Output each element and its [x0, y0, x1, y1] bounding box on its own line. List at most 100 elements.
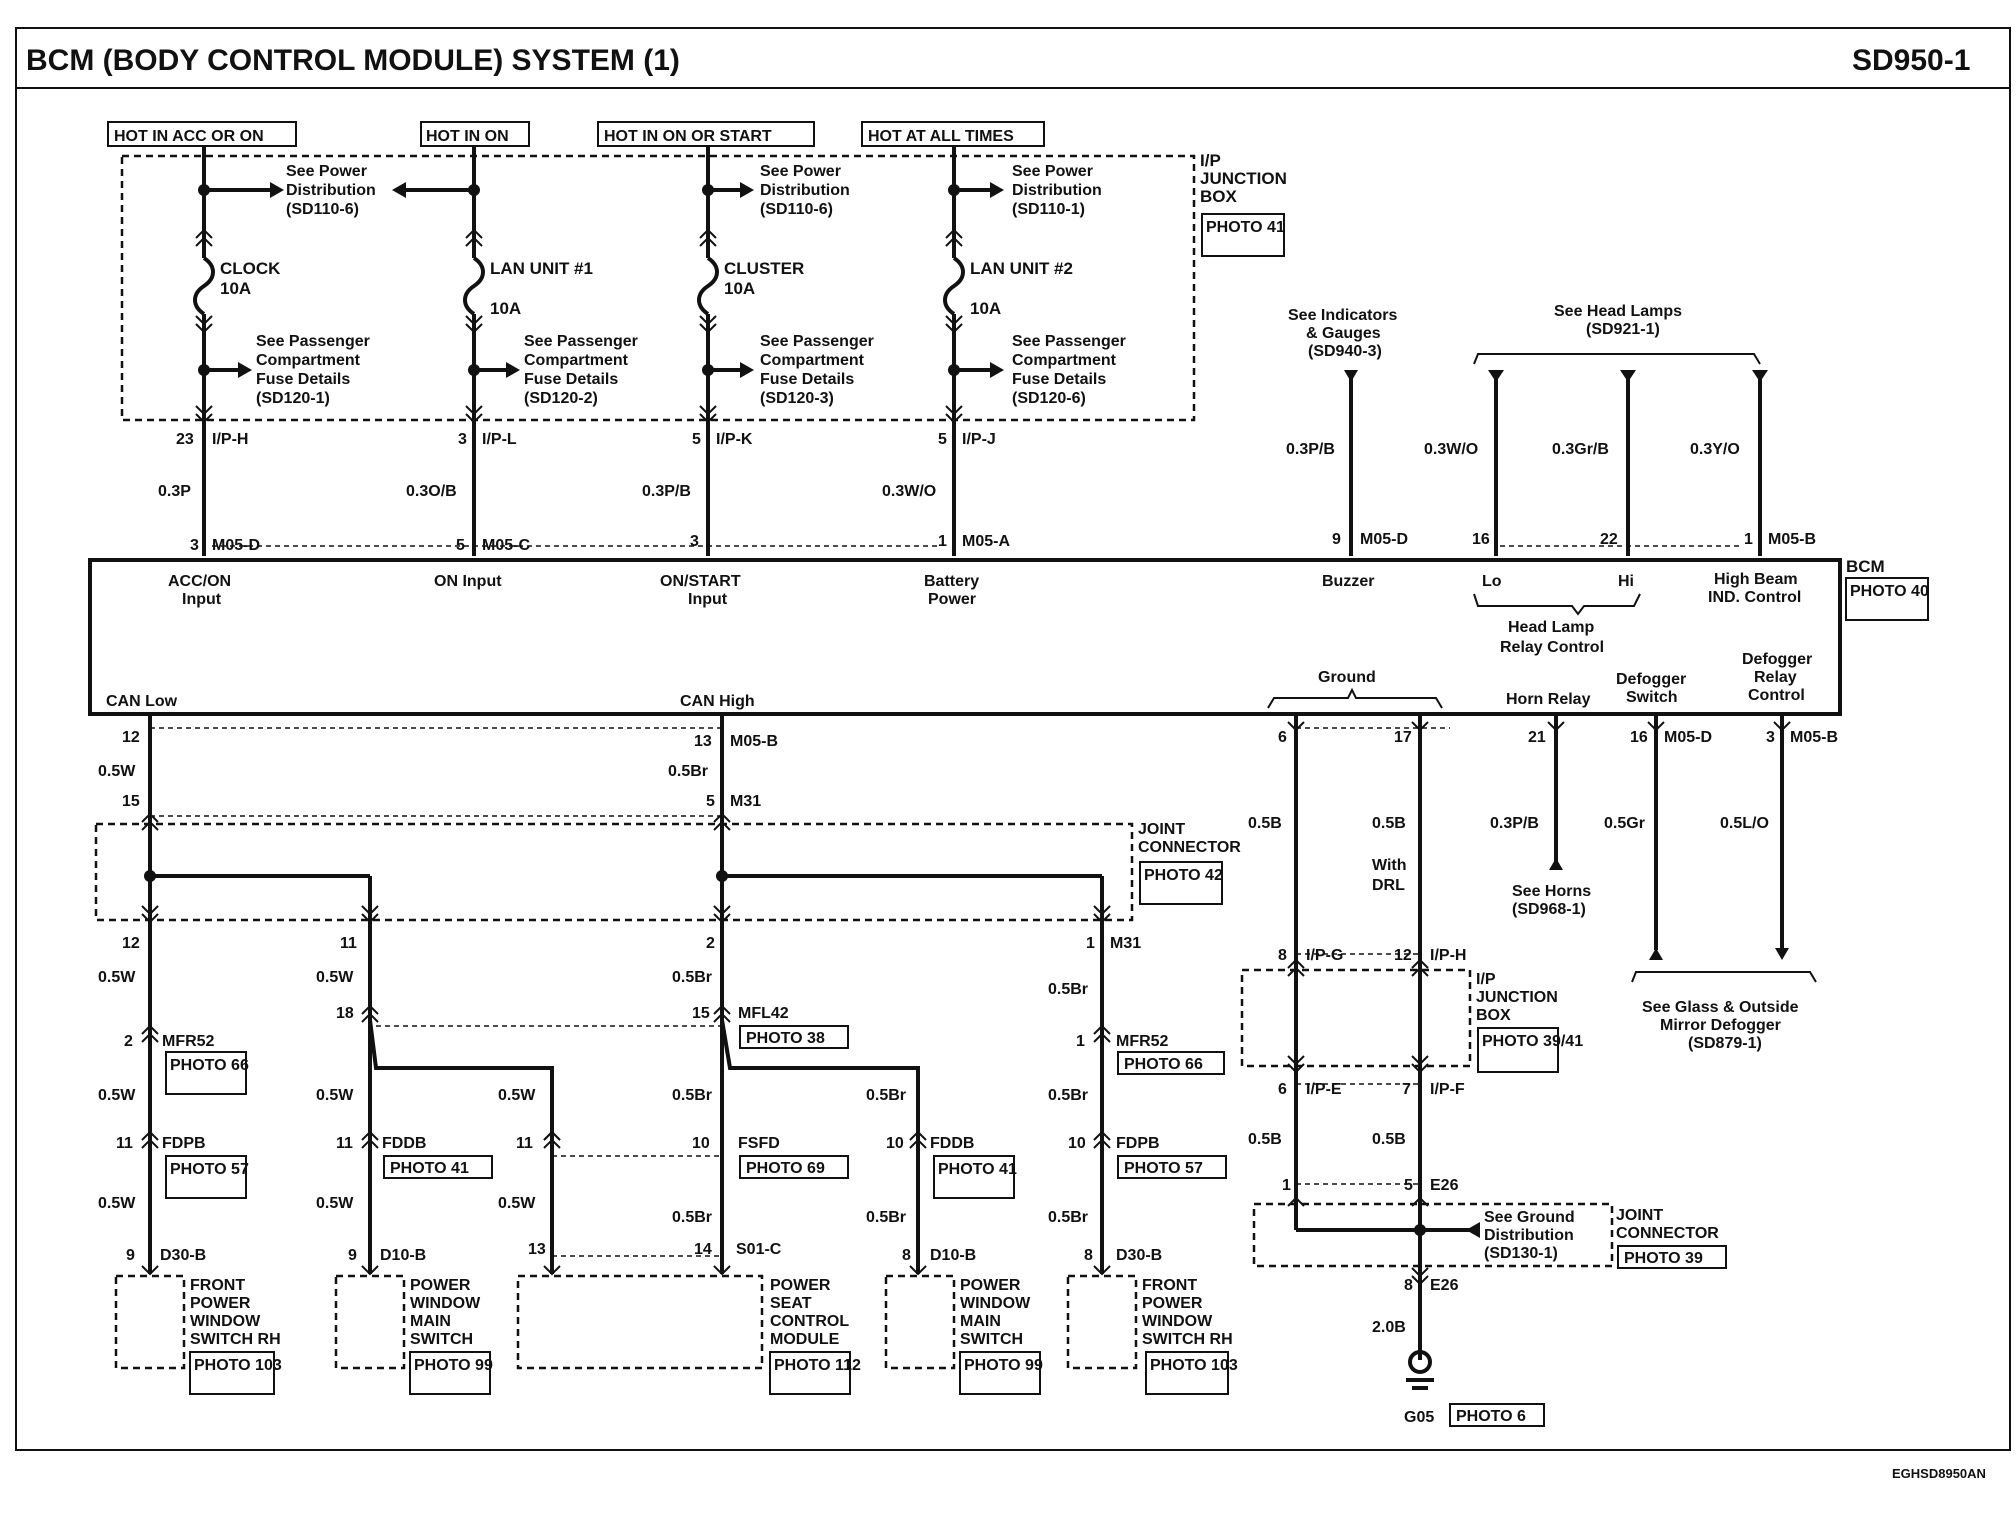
fuse-detail-ref: See Passenger	[256, 333, 370, 350]
pin-number: 18	[336, 1005, 354, 1022]
wire-color: 0.5Br	[1048, 981, 1088, 998]
wire-color: 0.3P/B	[642, 483, 691, 500]
can-joint-title: JOINT	[1138, 821, 1185, 838]
pin-number: 11	[340, 935, 357, 952]
module-name: MAIN	[960, 1313, 1001, 1330]
pin-number: 10	[692, 1135, 710, 1152]
photo-ref: PHOTO 39/41	[1482, 1033, 1583, 1050]
pin-number: 7	[1402, 1081, 1411, 1098]
connector-id: I/P-L	[482, 431, 517, 448]
pin-number: 11	[516, 1135, 533, 1152]
photo-ref: PHOTO 99	[964, 1357, 1043, 1374]
dist-ref-line: Distribution	[286, 182, 376, 199]
bcm-labels: ACC/ON Input ON Input ON/START Input Bat…	[106, 571, 1812, 710]
connector-id: I/P-K	[716, 431, 753, 448]
connector-id: M05-D	[1360, 531, 1408, 548]
pin-number: 2	[124, 1033, 133, 1050]
ground-dist-ref: (SD130-1)	[1484, 1245, 1558, 1262]
pin-number: 8	[1404, 1277, 1413, 1294]
page-code: SD950-1	[1852, 44, 1970, 77]
wire-color: 2.0B	[1372, 1319, 1406, 1336]
ground-dist-ref: Distribution	[1484, 1227, 1574, 1244]
ip-jb-title-2: JUNCTION	[1200, 169, 1287, 188]
pin-number: 1	[1744, 531, 1753, 548]
photo-ref: PHOTO 66	[1124, 1056, 1203, 1073]
connector-id: S01-C	[736, 1241, 782, 1258]
fuse-detail-ref: Fuse Details	[760, 371, 854, 388]
photo-ref: PHOTO 112	[774, 1357, 861, 1374]
pin-number: 16	[1472, 531, 1490, 548]
pin-number: 3	[458, 431, 467, 448]
pin-number: 5	[1404, 1177, 1413, 1194]
defogger-circuit: 16 M05-D 3 M05-B 0.5Gr 0.5L/O See Glass …	[1604, 714, 1838, 1052]
ip-junction-box-top	[120, 154, 1196, 422]
module-pw-main-switch-1	[334, 1274, 406, 1370]
fuse-detail-ref: See Passenger	[1012, 333, 1126, 350]
wire-color: 0.3Y/O	[1690, 441, 1740, 458]
fuse-lan1-rating: 10A	[490, 299, 521, 318]
wire-color: 0.5W	[316, 1195, 354, 1212]
connector-id: I/P-H	[1430, 947, 1466, 964]
connector-id: D30-B	[160, 1247, 206, 1264]
pin-number: 5	[938, 431, 947, 448]
module-name: WINDOW	[1142, 1313, 1213, 1330]
ground-point-id: G05	[1404, 1409, 1434, 1426]
bcm-module-box	[88, 558, 1842, 716]
wire-color: 0.5L/O	[1720, 815, 1769, 832]
wire-color: 0.5B	[1248, 1131, 1282, 1148]
wire-color: 0.5W	[98, 763, 136, 780]
module-name: SWITCH	[410, 1331, 473, 1348]
ip-jb-photo: PHOTO 41	[1206, 219, 1285, 236]
fuse-cluster-rating: 10A	[724, 279, 755, 298]
bcm-pin-label: Buzzer	[1322, 573, 1374, 590]
ref-indicators: (SD940-3)	[1308, 343, 1382, 360]
fuse-detail-ref: (SD120-2)	[524, 390, 598, 407]
fuse-labels: CLOCK 10A LAN UNIT #1 10A CLUSTER 10A LA…	[158, 163, 1126, 554]
fuse-detail-ref: Compartment	[524, 352, 629, 369]
can-joint-photo: PHOTO 42	[1144, 867, 1223, 884]
bcm-pin-label: CAN High	[680, 693, 755, 710]
connector-id: FDDB	[382, 1135, 426, 1152]
pin-number: 3	[1766, 729, 1775, 746]
top-right-feeds: See Indicators & Gauges (SD940-3) See He…	[1286, 303, 1816, 556]
dist-ref-line: (SD110-6)	[760, 201, 833, 218]
wire-color: 0.5W	[316, 969, 354, 986]
wire-color: 0.3W/O	[1424, 441, 1478, 458]
page-frame	[15, 27, 2011, 1451]
can-joint-connector	[94, 822, 1134, 922]
wire-color: 0.5B	[1372, 1131, 1406, 1148]
bcm-pin-label: Horn Relay	[1506, 691, 1591, 708]
fuse-lan2-name: LAN UNIT #2	[970, 259, 1073, 278]
pin-number: 3	[690, 533, 699, 550]
connector-id: I/P-G	[1306, 947, 1343, 964]
connector-id: M05-A	[962, 533, 1010, 550]
bcm-pin-label: Relay Control	[1500, 639, 1604, 656]
pin-number: 6	[1278, 1081, 1287, 1098]
pin-number: 6	[1278, 729, 1287, 746]
with-drl-note: With	[1372, 857, 1407, 874]
pin-number: 5	[706, 793, 715, 810]
photo-ref: PHOTO 38	[746, 1030, 825, 1047]
bcm-pin-label: Hi	[1618, 573, 1634, 590]
bcm-pin-label: Power	[928, 591, 976, 608]
connector-id: FDDB	[930, 1135, 974, 1152]
wire-color: 0.5B	[1372, 815, 1406, 832]
bcm-pin-label: CAN Low	[106, 693, 178, 710]
module-name: POWER	[190, 1295, 251, 1312]
wire-color: 0.5W	[316, 1087, 354, 1104]
bcm-pin-label: Defogger	[1616, 671, 1686, 688]
connector-id: I/P-E	[1306, 1081, 1342, 1098]
fuse-detail-ref: Fuse Details	[524, 371, 618, 388]
wire-color: 0.5Br	[672, 1209, 712, 1226]
pin-number: 1	[1086, 935, 1095, 952]
connector-id: MFL42	[738, 1005, 789, 1022]
fuse-detail-ref: Compartment	[1012, 352, 1117, 369]
wire-color: 0.5Br	[672, 969, 712, 986]
wire-color: 0.5Br	[1048, 1209, 1088, 1226]
joint-title: JOINT	[1616, 1207, 1663, 1224]
wire-color: 0.5Br	[866, 1209, 906, 1226]
fuse-detail-ref: Fuse Details	[1012, 371, 1106, 388]
bcm-pin-label: ACC/ON	[168, 573, 231, 590]
bcm-pin-label: Defogger	[1742, 651, 1812, 668]
dist-ref-line: (SD110-6)	[286, 201, 359, 218]
